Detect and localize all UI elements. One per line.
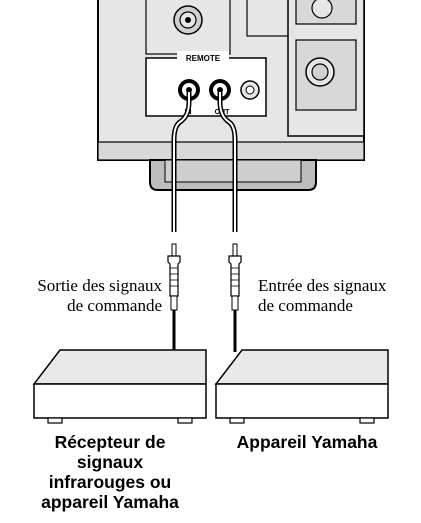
- rca-plug-left-icon: [167, 243, 181, 311]
- cable-right-upper: [217, 92, 238, 232]
- left-signal-line-2: de commande: [67, 296, 162, 315]
- left-device-line-3: infrarouges ou: [48, 472, 172, 492]
- left-signal-label: Sortie des signaux de commande: [4, 276, 162, 316]
- right-device-caption: Appareil Yamaha: [236, 432, 378, 452]
- left-device-caption: Récepteur de signaux infrarouges ou appa…: [10, 432, 210, 512]
- right-signal-line-2: de commande: [258, 296, 353, 315]
- left-device-line-1: Récepteur de: [54, 432, 166, 452]
- remote-in-jack: [178, 79, 200, 101]
- unit-base: [149, 159, 317, 191]
- left-device-box: [32, 349, 207, 424]
- left-signal-line-1: Sortie des signaux: [37, 276, 162, 295]
- right-signal-line-1: Entrée des signaux: [258, 276, 387, 295]
- cable-left-upper: [171, 92, 192, 232]
- right-signal-label: Entrée des signaux de commande: [258, 276, 420, 316]
- rca-plug-right-icon: [228, 243, 242, 311]
- remote-label: REMOTE: [186, 54, 221, 63]
- left-device-line-4: appareil Yamaha: [41, 492, 179, 512]
- rear-panel: REMOTE IN OUT: [97, 0, 365, 161]
- right-device-box: [214, 349, 389, 424]
- left-device-line-2: signaux: [76, 452, 144, 472]
- remote-out-jack: [209, 79, 231, 101]
